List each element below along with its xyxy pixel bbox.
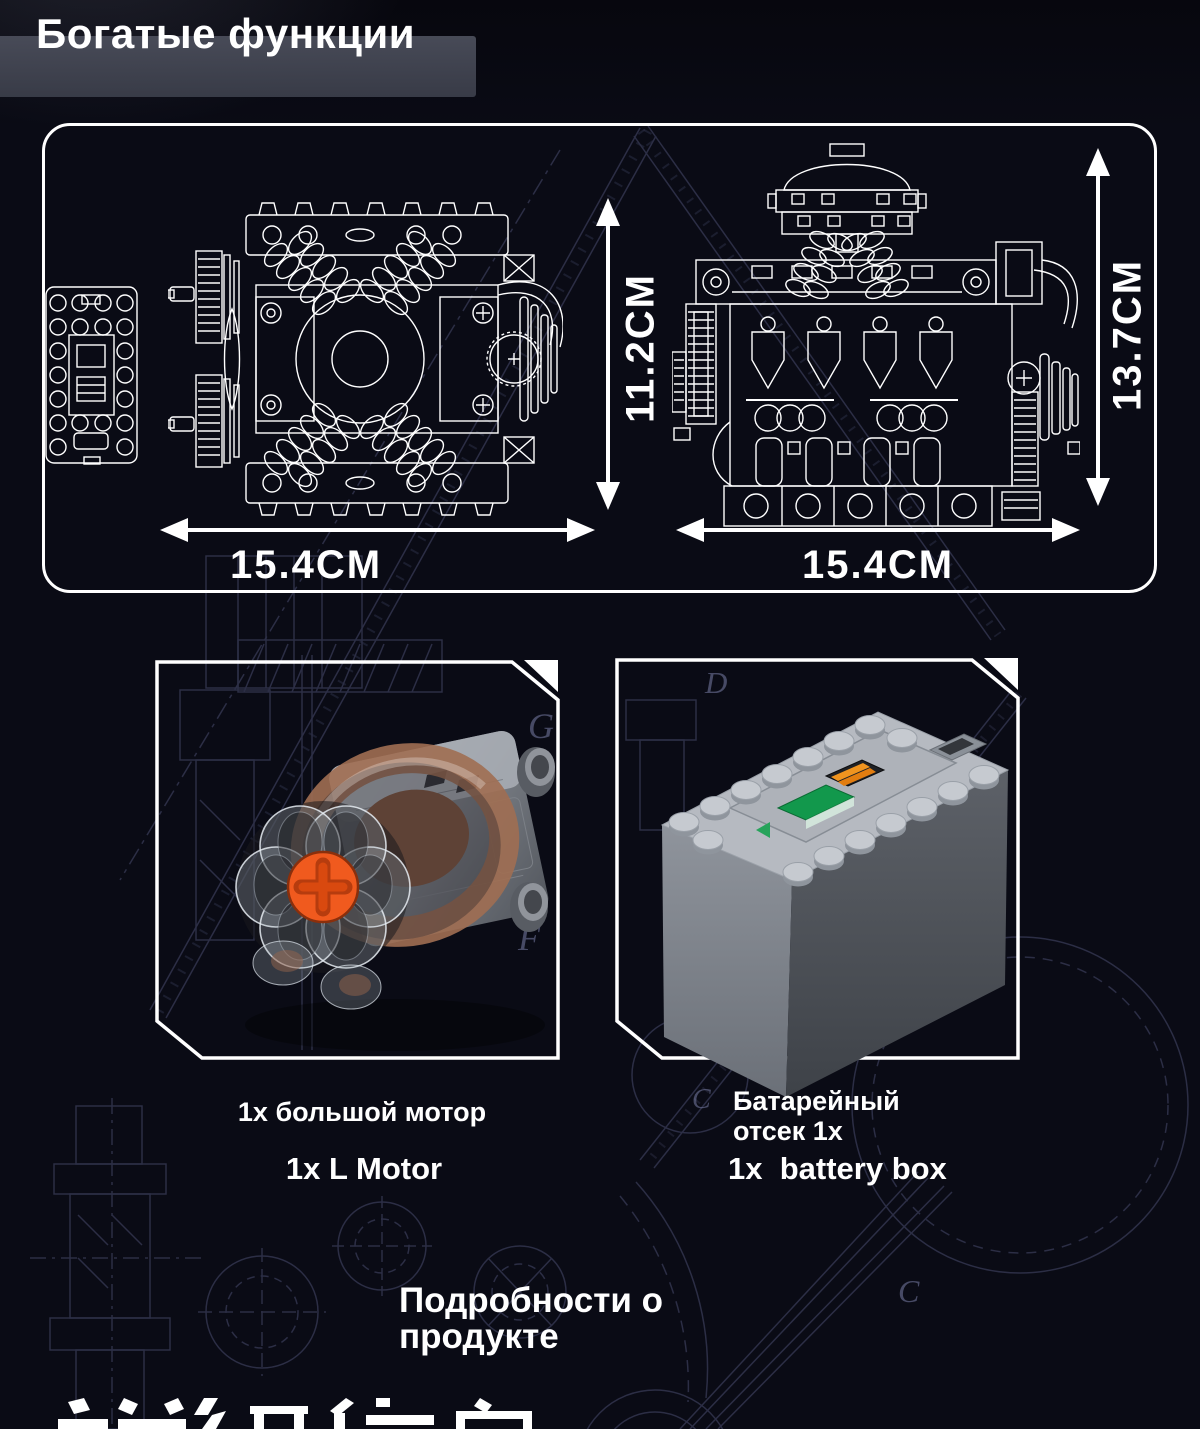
- battery-studs: [668, 715, 1000, 887]
- frame-corner-notch-battery: [984, 658, 1018, 690]
- dimension-arrows: [160, 148, 1110, 542]
- sketch-letter-c1: C: [692, 1084, 711, 1115]
- battery-photo: [660, 711, 1010, 1097]
- dimension-label-right-height: 13.7CM: [1105, 258, 1150, 412]
- bottom-heading: [58, 1398, 532, 1429]
- dimension-label-right-width: 15.4CM: [801, 543, 955, 587]
- sketch-letter-d: D: [704, 665, 727, 700]
- part-label-motor-ru: 1x большой мотор: [237, 1097, 487, 1127]
- frame-corner-notch-motor: [524, 660, 558, 692]
- section-heading-line1: Подробности о: [399, 1281, 663, 1320]
- battery-side-face: [786, 770, 1008, 1097]
- dimension-arrow-left-height: [606, 218, 610, 490]
- part-label-battery-ru-line2: отсек 1x: [733, 1116, 843, 1147]
- part-frames: [155, 658, 1020, 1060]
- part-label-motor-en: 1x L Motor: [285, 1151, 443, 1186]
- part-frame-battery: [615, 658, 1020, 1060]
- dimension-arrow-left-width: [180, 528, 575, 532]
- section-heading-line2: продукте: [399, 1317, 559, 1357]
- sketch-letter-c2: C: [898, 1273, 920, 1309]
- title-bar: [0, 36, 476, 97]
- dimension-arrow-right-width: [696, 528, 1060, 532]
- battery-front-face: [662, 825, 792, 1097]
- sketch-letter-g: G: [528, 706, 554, 746]
- engine-top-view-drawing: [168, 202, 563, 516]
- part-label-battery-en: 1x battery box: [728, 1151, 947, 1186]
- section-heading: Подробности о продукте: [399, 1281, 663, 1357]
- page-title: Богатые функции: [36, 10, 416, 57]
- part-label-battery-ru: Батарейный отсек 1x: [733, 1086, 900, 1146]
- blueprint-panel: [42, 123, 1157, 593]
- dimension-label-left-height: 11.2CM: [618, 273, 663, 423]
- battery-blueprint-drawing: [45, 286, 138, 465]
- motor-photo: [235, 730, 555, 1051]
- dimension-label-left-width: 15.4CM: [229, 543, 383, 587]
- dimension-arrow-right-height: [1096, 168, 1100, 486]
- engine-front-view-drawing: [672, 143, 1080, 527]
- part-label-battery-ru-line1: Батарейный: [733, 1086, 900, 1116]
- part-frame-motor: [155, 660, 560, 1060]
